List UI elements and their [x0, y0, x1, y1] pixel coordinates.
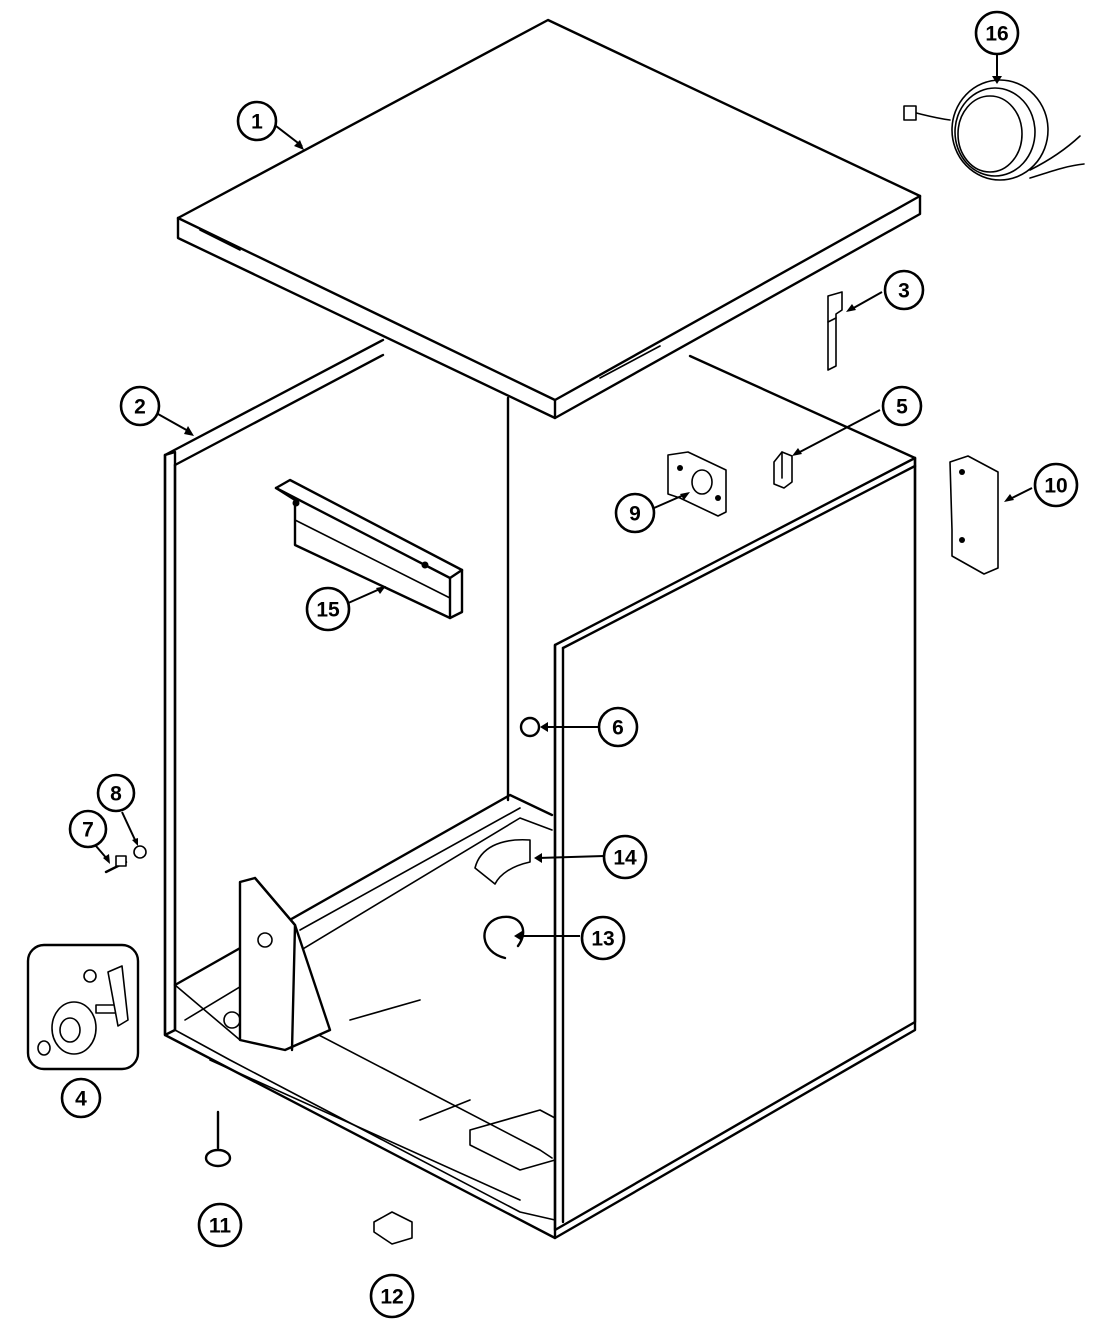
callout-1: 1: [236, 100, 278, 142]
callout-15: 15: [305, 586, 351, 632]
leveling-leg: [204, 1110, 232, 1168]
callout-16-label: 16: [985, 23, 1008, 46]
callout-13-label: 13: [591, 928, 614, 951]
spring-clip: [483, 915, 525, 960]
screw: [104, 855, 128, 874]
vent-deflector: [474, 838, 531, 885]
callout-3-label: 3: [898, 280, 910, 303]
callout-10: 10: [1033, 462, 1079, 508]
callout-1-label: 1: [251, 111, 263, 134]
callout-4: 4: [60, 1077, 102, 1119]
leader-lines: [95, 52, 1033, 941]
rear-bracket: [274, 478, 464, 620]
callout-15-label: 15: [316, 599, 340, 622]
callout-2: 2: [119, 385, 161, 427]
hinge-clip: [773, 451, 793, 489]
cover-plate: [949, 455, 999, 575]
callout-8: 8: [96, 773, 136, 813]
callout-5: 5: [881, 385, 923, 427]
callout-16: 16: [974, 10, 1020, 56]
callout-6: 6: [597, 706, 639, 748]
callout-12-label: 12: [380, 1286, 403, 1309]
callout-9-label: 9: [629, 503, 641, 526]
roller-assembly: [26, 943, 140, 1071]
callout-11: 11: [197, 1202, 243, 1248]
callout-14-label: 14: [613, 847, 637, 870]
callout-7: 7: [68, 809, 108, 849]
callout-10-label: 10: [1044, 475, 1067, 498]
callout-9: 9: [614, 492, 656, 534]
callout-8-label: 8: [110, 783, 122, 806]
callout-14: 14: [602, 834, 648, 880]
callout-6-label: 6: [612, 717, 624, 740]
nut: [133, 845, 147, 859]
callout-7-label: 7: [82, 819, 94, 842]
small-bracket: [373, 1211, 413, 1245]
callout-5-label: 5: [896, 396, 908, 419]
mounting-plate: [667, 451, 727, 517]
top-panel: [176, 18, 922, 420]
plug-button: [519, 716, 541, 738]
callout-11-label: 11: [209, 1215, 232, 1238]
callout-3: 3: [883, 269, 925, 311]
callout-4-label: 4: [75, 1088, 87, 1111]
callout-2-label: 2: [134, 396, 146, 419]
callout-12: 12: [369, 1273, 415, 1319]
callout-13: 13: [580, 915, 626, 961]
cabinet: [163, 338, 917, 1240]
power-cord: [903, 79, 1085, 181]
top-clip: [827, 291, 843, 371]
